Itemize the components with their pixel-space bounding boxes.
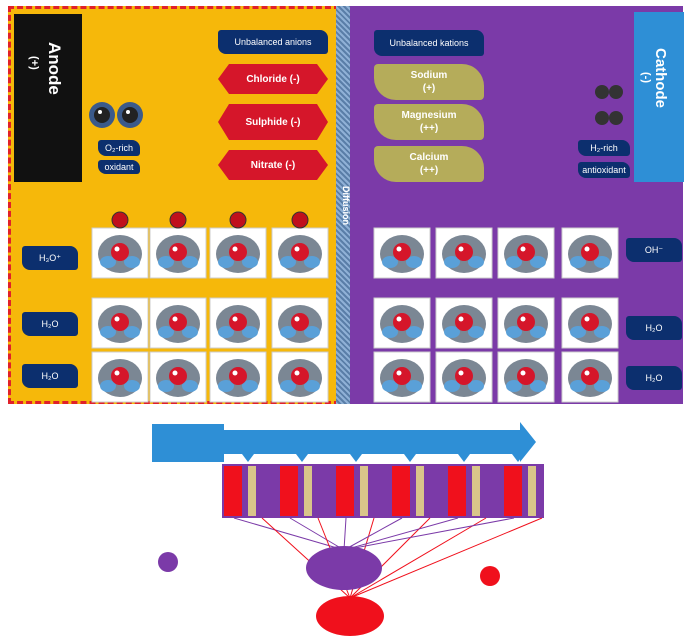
water-molecule-tile bbox=[497, 297, 555, 349]
connector-line bbox=[233, 517, 345, 551]
o2-rich-label: O₂-rich bbox=[98, 140, 140, 156]
water-molecule-tile bbox=[373, 351, 431, 403]
down-arrow-icon bbox=[404, 444, 416, 462]
oxidant-label: oxidant bbox=[98, 160, 140, 174]
flow-arrow-icon bbox=[224, 422, 536, 462]
water-molecule-tile bbox=[561, 351, 619, 403]
tan-stripe bbox=[248, 466, 256, 516]
hydronium-ion-icon bbox=[291, 211, 309, 229]
anode-electrode: Anode (+) bbox=[14, 14, 82, 182]
cathode-sign: (-) bbox=[640, 72, 652, 83]
water-molecule-tile bbox=[271, 351, 329, 403]
water-molecule-tile bbox=[91, 351, 149, 403]
cation-magnesium-name: Magnesium bbox=[401, 110, 457, 121]
anion-chloride: Chloride (-) bbox=[218, 64, 328, 94]
right-label-hydroxide: OH⁻ bbox=[626, 238, 682, 262]
positive-charge-pool bbox=[316, 596, 384, 636]
down-arrow-icon bbox=[458, 444, 470, 462]
red-stripe bbox=[504, 466, 522, 516]
water-molecule-tile bbox=[497, 351, 555, 403]
down-arrow-icon bbox=[296, 444, 308, 462]
cation-calcium: Calcium (++) bbox=[374, 146, 484, 182]
anions-header: Unbalanced anions bbox=[218, 30, 328, 54]
negative-charge-pool bbox=[306, 546, 382, 590]
cathode-title: Cathode bbox=[652, 48, 669, 108]
water-molecule-tile bbox=[373, 297, 431, 349]
red-stripe bbox=[392, 466, 410, 516]
anode-sign: (+) bbox=[28, 56, 40, 70]
water-molecule-tile bbox=[209, 351, 267, 403]
red-legend-dot-icon bbox=[480, 566, 500, 586]
cation-sodium-name: Sodium bbox=[410, 70, 448, 81]
connector-line bbox=[349, 517, 543, 599]
left-label-water-2: H₂O bbox=[22, 364, 78, 388]
red-stripe bbox=[224, 466, 242, 516]
cations-header: Unbalanced kations bbox=[374, 30, 484, 56]
hydronium-ion-icon bbox=[169, 211, 187, 229]
tan-stripe bbox=[304, 466, 312, 516]
oxygen-molecule-icon bbox=[89, 102, 143, 128]
cation-magnesium-charge: (++) bbox=[419, 123, 439, 134]
arrow-start-box bbox=[152, 424, 224, 462]
connector-line bbox=[343, 517, 515, 551]
connector-line bbox=[349, 517, 487, 599]
water-molecule-tile bbox=[373, 227, 431, 279]
water-molecule-tile bbox=[435, 227, 493, 279]
water-molecule-tile bbox=[497, 227, 555, 279]
water-molecule-tile bbox=[561, 297, 619, 349]
purple-legend-dot-icon bbox=[158, 552, 178, 572]
connector-line bbox=[343, 517, 403, 551]
cation-sodium-charge: (+) bbox=[422, 83, 436, 94]
charge-distribution-diagram bbox=[152, 422, 544, 636]
water-molecule-tile bbox=[209, 297, 267, 349]
tan-stripe bbox=[360, 466, 368, 516]
down-arrow-icon bbox=[512, 444, 524, 462]
red-stripe bbox=[280, 466, 298, 516]
red-stripe bbox=[448, 466, 466, 516]
tan-stripe bbox=[528, 466, 536, 516]
left-label-water-1: H₂O bbox=[22, 312, 78, 336]
water-molecule-tile bbox=[435, 297, 493, 349]
water-molecule-tile bbox=[561, 227, 619, 279]
right-label-water-2: H₂O bbox=[626, 366, 682, 390]
water-molecule-tile bbox=[271, 297, 329, 349]
connector-line bbox=[289, 517, 345, 551]
tan-stripe bbox=[416, 466, 424, 516]
cathode-electrode: Cathode (-) bbox=[634, 12, 684, 182]
hydronium-ion-icon bbox=[111, 211, 129, 229]
down-arrow-icon bbox=[242, 444, 254, 462]
water-molecule-tile bbox=[209, 227, 267, 279]
cation-calcium-name: Calcium bbox=[409, 152, 449, 163]
water-molecule-tile bbox=[91, 297, 149, 349]
down-arrow-icon bbox=[350, 444, 362, 462]
antioxidant-label: antioxidant bbox=[578, 162, 630, 178]
water-molecule-tile bbox=[149, 227, 207, 279]
water-molecule-tile bbox=[271, 227, 329, 279]
water-molecule-tile bbox=[149, 297, 207, 349]
hydrogen-molecule-icon bbox=[595, 85, 623, 125]
separator-bar bbox=[222, 464, 544, 518]
cation-magnesium: Magnesium (++) bbox=[374, 104, 484, 140]
anion-sulphide: Sulphide (-) bbox=[218, 104, 328, 140]
anion-nitrate: Nitrate (-) bbox=[218, 150, 328, 180]
red-stripe bbox=[336, 466, 354, 516]
water-molecule-tile bbox=[149, 351, 207, 403]
diffusion-membrane bbox=[336, 6, 350, 404]
h2-rich-label: H₂-rich bbox=[578, 140, 630, 156]
membrane-label: Diffusion bbox=[341, 185, 351, 225]
connector-line bbox=[343, 517, 347, 551]
right-label-water-1: H₂O bbox=[626, 316, 682, 340]
anode-title: Anode bbox=[45, 42, 64, 95]
cation-calcium-charge: (++) bbox=[419, 165, 439, 176]
tan-stripe bbox=[472, 466, 480, 516]
connector-line bbox=[343, 517, 459, 551]
water-molecule-tile bbox=[435, 351, 493, 403]
hydronium-ion-icon bbox=[229, 211, 247, 229]
water-molecule-tile bbox=[91, 227, 149, 279]
cation-sodium: Sodium (+) bbox=[374, 64, 484, 100]
left-label-hydronium: H₃O⁺ bbox=[22, 246, 78, 270]
